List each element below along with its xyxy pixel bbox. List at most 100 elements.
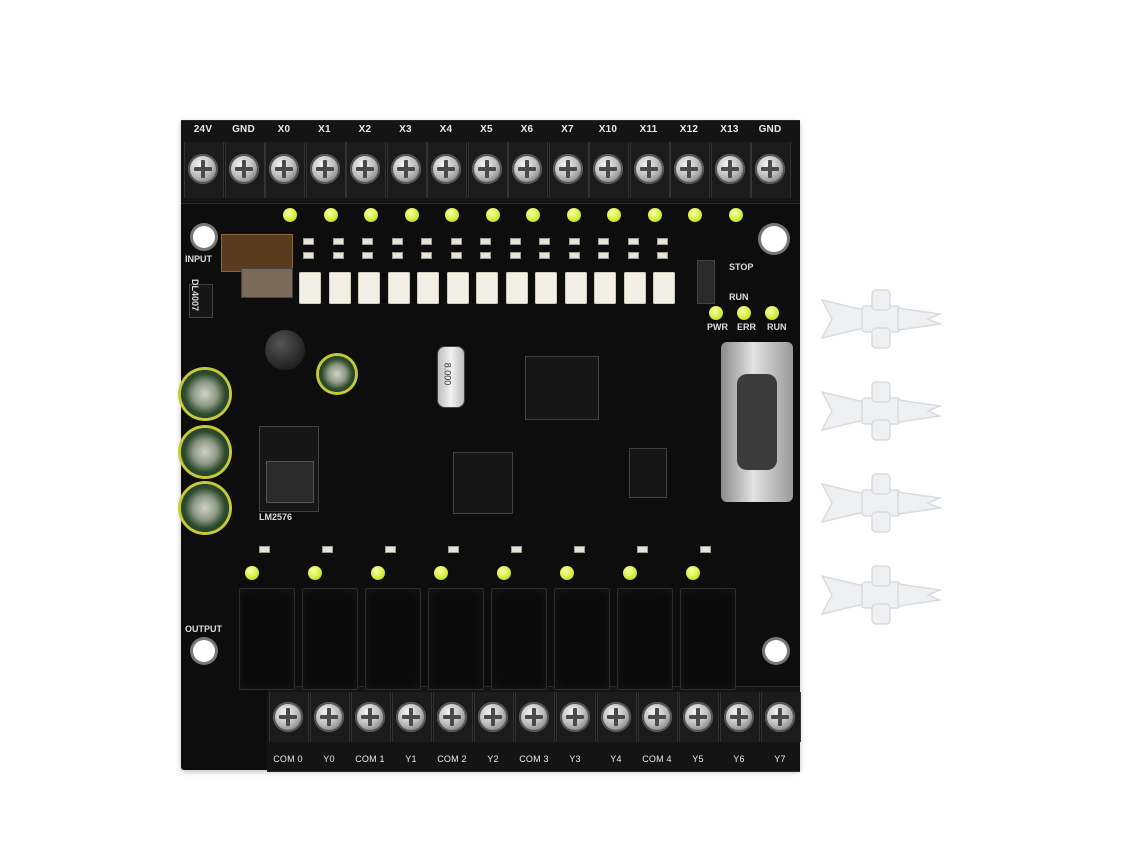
terminal-screw — [390, 154, 421, 184]
terminal-screw — [552, 154, 583, 184]
output-terminal-label: COM 1 — [355, 754, 385, 764]
electrolytic-capacitor — [181, 370, 229, 418]
output-label: OUTPUT — [185, 624, 222, 634]
pwr-led — [709, 306, 723, 320]
input-terminal-label: X5 — [480, 124, 493, 135]
optocoupler — [476, 272, 498, 304]
smd-resistor — [259, 546, 270, 553]
output-status-led — [371, 566, 385, 580]
terminal-screw — [560, 702, 590, 732]
input-status-led — [364, 208, 378, 222]
terminal-screw — [593, 154, 623, 184]
terminal-screw — [765, 702, 795, 732]
output-status-led — [497, 566, 511, 580]
terminal-screw — [228, 154, 259, 184]
terminal-screw — [314, 702, 344, 732]
relay — [554, 588, 610, 690]
input-terminal-label: GND — [232, 124, 255, 135]
optocoupler — [328, 272, 351, 304]
output-status-led — [434, 566, 448, 580]
regulator-label: LM2576 — [259, 512, 293, 522]
terminal-screw — [724, 702, 754, 732]
smd-resistor — [385, 546, 396, 553]
smd-resistor — [421, 238, 432, 245]
voltage-regulator — [259, 426, 319, 512]
input-terminal-label: X13 — [720, 124, 739, 135]
err-label: ERR — [737, 322, 757, 332]
smd-resistor — [450, 238, 462, 245]
terminal-screw — [309, 154, 340, 184]
electrolytic-capacitor — [181, 484, 229, 532]
input-terminal-label: X11 — [639, 124, 658, 135]
err-led — [737, 306, 751, 320]
regulator-heatsink — [266, 461, 314, 503]
smd-resistor — [574, 546, 585, 553]
smd-resistor — [539, 252, 550, 259]
smd-resistor — [322, 546, 333, 553]
input-terminal-label: X7 — [561, 124, 574, 135]
input-status-led — [404, 208, 419, 222]
smd-resistor — [511, 546, 522, 553]
input-terminal-label: X12 — [679, 124, 699, 135]
input-status-led — [566, 208, 581, 222]
optocoupler — [446, 272, 469, 304]
smd-resistor — [700, 546, 711, 553]
output-terminal-label: Y0 — [323, 754, 335, 764]
terminal-screw — [601, 702, 631, 732]
output-status-led — [686, 566, 700, 580]
terminal-screw — [683, 702, 713, 732]
power-inductor — [221, 234, 293, 272]
mounting-hole — [761, 226, 787, 252]
terminal-screw — [273, 702, 303, 732]
smd-resistor — [391, 238, 403, 245]
smd-resistor — [657, 252, 668, 259]
terminal-screw — [642, 702, 672, 732]
smd-resistor — [598, 238, 609, 245]
crystal-label: 8.000 — [442, 362, 453, 386]
buzzer — [265, 330, 305, 370]
mounting-hole — [193, 226, 215, 248]
terminal-screw — [355, 702, 385, 732]
smd-resistor — [568, 252, 580, 259]
crystal-oscillator: 8.000 — [437, 346, 465, 408]
input-status-led — [688, 208, 702, 222]
terminal-screw — [431, 154, 461, 184]
input-status-led — [323, 208, 338, 222]
smd-resistor — [421, 252, 432, 259]
terminal-screw — [437, 702, 467, 732]
input-terminal-label: X1 — [318, 124, 331, 135]
output-terminal-label: Y7 — [774, 754, 786, 764]
input-terminal-label: X0 — [277, 124, 291, 135]
terminal-screw — [674, 154, 704, 184]
mounting-hole — [765, 640, 787, 662]
input-status-led — [647, 208, 662, 222]
output-terminal-label: COM 0 — [273, 754, 303, 764]
smd-resistor — [657, 238, 668, 245]
optocoupler — [387, 272, 410, 304]
comm-ic — [629, 448, 667, 498]
smd-resistor — [480, 252, 491, 259]
microcontroller-chip — [525, 356, 599, 420]
smd-resistor — [303, 252, 314, 259]
input-status-led — [728, 208, 743, 222]
driver-ic — [453, 452, 513, 514]
relay — [302, 588, 358, 690]
optocoupler — [299, 272, 321, 304]
smd-resistor — [362, 252, 373, 259]
output-terminal-label: Y5 — [692, 754, 704, 764]
smd-resistor — [480, 238, 491, 245]
terminal-screw — [478, 702, 508, 732]
smd-resistor — [568, 238, 580, 245]
input-status-led — [445, 208, 459, 222]
output-status-led — [623, 566, 637, 580]
standoff-clip — [820, 289, 943, 349]
input-terminal-label: X10 — [598, 124, 618, 135]
power-diode — [189, 284, 213, 318]
output-status-led — [245, 566, 259, 580]
smd-resistor — [450, 252, 462, 259]
electrolytic-capacitor — [181, 428, 229, 476]
relay — [365, 588, 421, 690]
relay — [428, 588, 484, 690]
optocoupler — [653, 272, 675, 304]
